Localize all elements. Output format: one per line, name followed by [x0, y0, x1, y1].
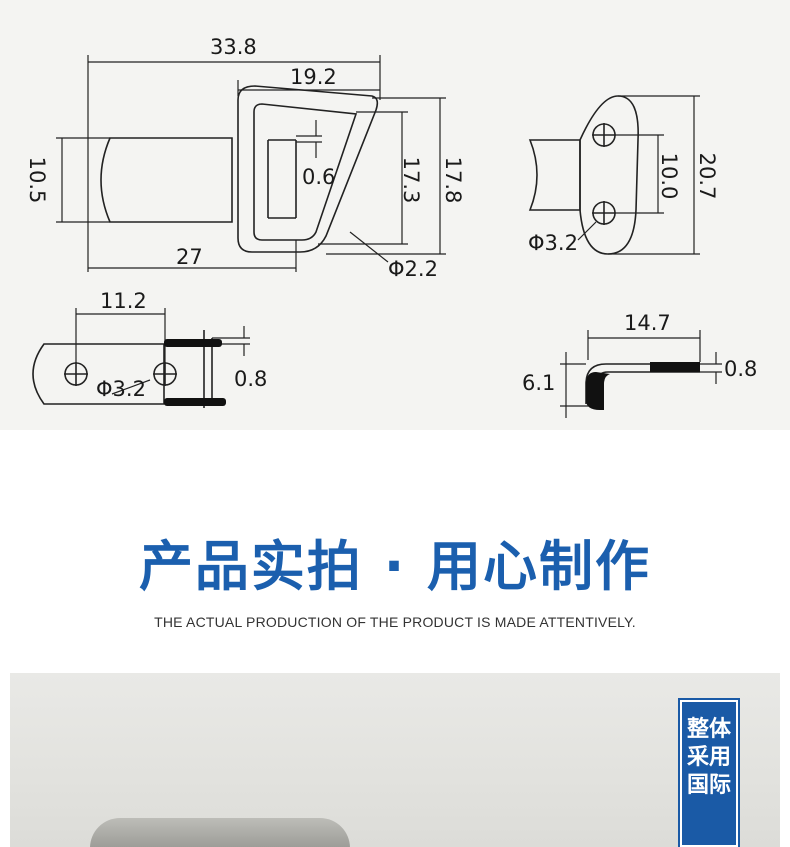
section-title: 产品实拍 · 用心制作 — [138, 535, 652, 598]
product-photo — [10, 673, 780, 847]
dim-hook-length: 14.7 — [624, 311, 671, 335]
dim-hole-diameter-right: Φ3.2 — [528, 231, 578, 255]
dim-base-length: 27 — [176, 245, 203, 269]
dim-hook-height: 6.1 — [522, 371, 555, 395]
technical-drawing-panel: 33.8 19.2 10.5 0.6 17.3 17.8 27 Φ2.2 20.… — [0, 0, 790, 430]
section-subtitle: THE ACTUAL PRODUCTION OF THE PRODUCT IS … — [154, 614, 636, 630]
dim-loop-outer: 17.8 — [441, 157, 465, 204]
dim-overall-length: 33.8 — [210, 35, 257, 59]
latch-side-view — [100, 85, 379, 253]
dim-wire-diameter: Φ2.2 — [388, 257, 438, 281]
dim-plate-thickness-left: 0.8 — [234, 367, 267, 391]
dim-hole-spacing: 11.2 — [100, 289, 147, 313]
dim-plate-height: 20.7 — [695, 153, 719, 200]
dim-hole-spacing-vertical: 10.0 — [657, 153, 681, 200]
dim-hole-diameter-left: Φ3.2 — [96, 377, 146, 401]
latch-dimension-lines — [56, 55, 446, 272]
product-photo-part — [90, 818, 350, 847]
plate-thickness-bars — [164, 339, 700, 410]
dim-height-left: 10.5 — [25, 157, 49, 204]
dim-wire-offset: 0.6 — [302, 165, 335, 189]
dim-loop-width: 19.2 — [290, 65, 337, 89]
hook-dimension-lines — [560, 330, 722, 418]
side-label-text: 整体采用国际 — [686, 717, 731, 798]
keeper-front-view — [528, 95, 639, 255]
keeper-dimension-lines — [577, 95, 700, 255]
side-label-box: 整体采用国际 — [678, 698, 740, 847]
dim-loop-inner: 17.3 — [399, 157, 423, 204]
dim-plate-thickness-right: 0.8 — [724, 357, 757, 381]
dimension-drawing: 33.8 19.2 10.5 0.6 17.3 17.8 27 Φ2.2 20.… — [25, 35, 757, 418]
